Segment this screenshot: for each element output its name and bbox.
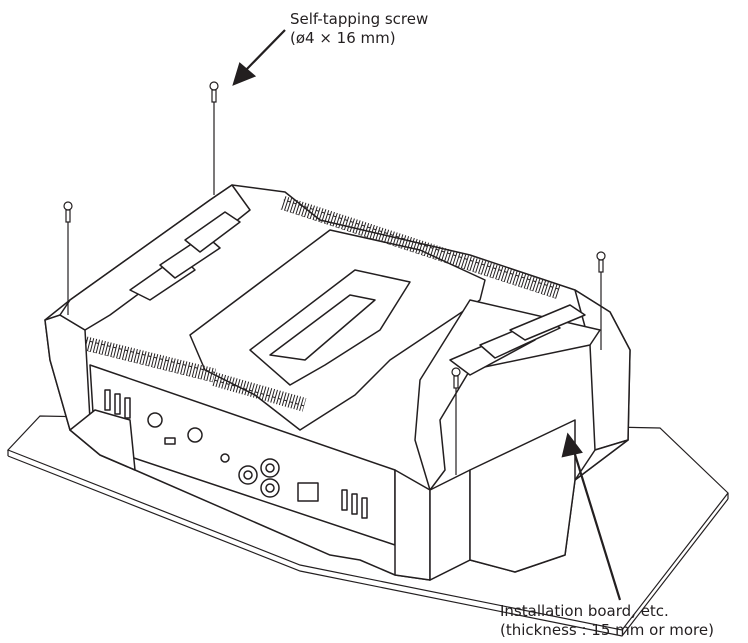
amplifier-unit bbox=[44, 184, 631, 581]
screw-callout-label: Self-tapping screw (ø4 × 16 mm) bbox=[290, 10, 428, 48]
screw-top bbox=[209, 81, 219, 195]
screw-label-line2: (ø4 × 16 mm) bbox=[290, 29, 396, 47]
screw-right bbox=[596, 251, 606, 350]
board-label-line1: Installation board, etc. bbox=[500, 602, 669, 620]
board-label-line2: (thickness : 15 mm or more) bbox=[500, 621, 714, 639]
screw-front bbox=[451, 367, 461, 475]
screw-left bbox=[63, 201, 73, 315]
screw-label-line1: Self-tapping screw bbox=[290, 10, 429, 28]
screw-callout-arrow bbox=[232, 29, 286, 86]
board-callout-arrow bbox=[561, 432, 622, 601]
board-callout-label: Installation board, etc. (thickness : 15… bbox=[500, 602, 714, 640]
